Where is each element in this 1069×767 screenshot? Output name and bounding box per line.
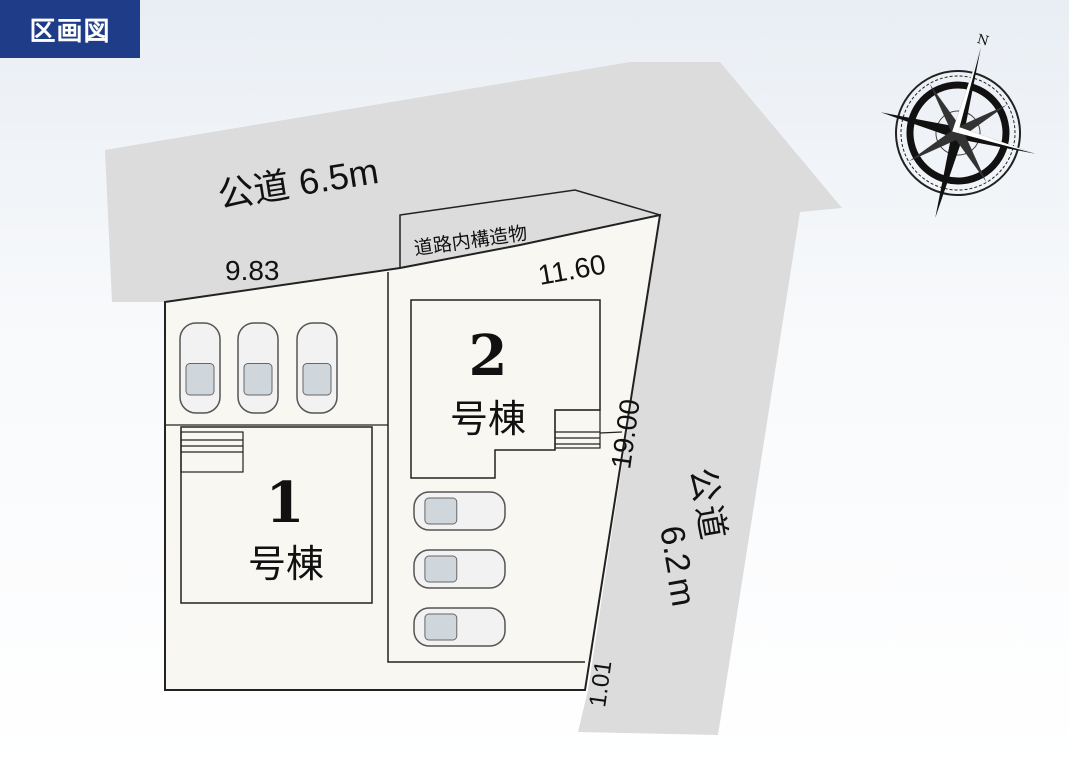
house-1	[180, 426, 373, 604]
steps-1	[180, 431, 244, 473]
parking-car-icon	[413, 607, 506, 647]
parking-car-icon	[296, 322, 338, 414]
parking-car-icon	[179, 322, 221, 414]
road-right-label-2: 6.2	[652, 523, 698, 576]
steps-2	[554, 409, 623, 449]
lot-1-number: 1	[266, 470, 305, 536]
parking-car-icon	[413, 491, 506, 531]
parking-car-icon	[413, 549, 506, 589]
compass-north: N	[975, 32, 990, 49]
title-badge: 区画図	[0, 0, 140, 58]
dimension-1-01: 1.01	[584, 659, 617, 709]
house-2	[410, 299, 601, 479]
dimension-9-83: 9.83	[225, 255, 280, 286]
lot-2-suffix: 号棟	[450, 399, 526, 441]
parking-car-icon	[237, 322, 279, 414]
lot-divider	[387, 272, 585, 663]
lot-1-suffix: 号棟	[248, 544, 324, 586]
road-right-label-3: m	[660, 575, 702, 609]
lot-2-number: 2	[469, 323, 508, 389]
compass-icon: N	[880, 32, 1036, 219]
